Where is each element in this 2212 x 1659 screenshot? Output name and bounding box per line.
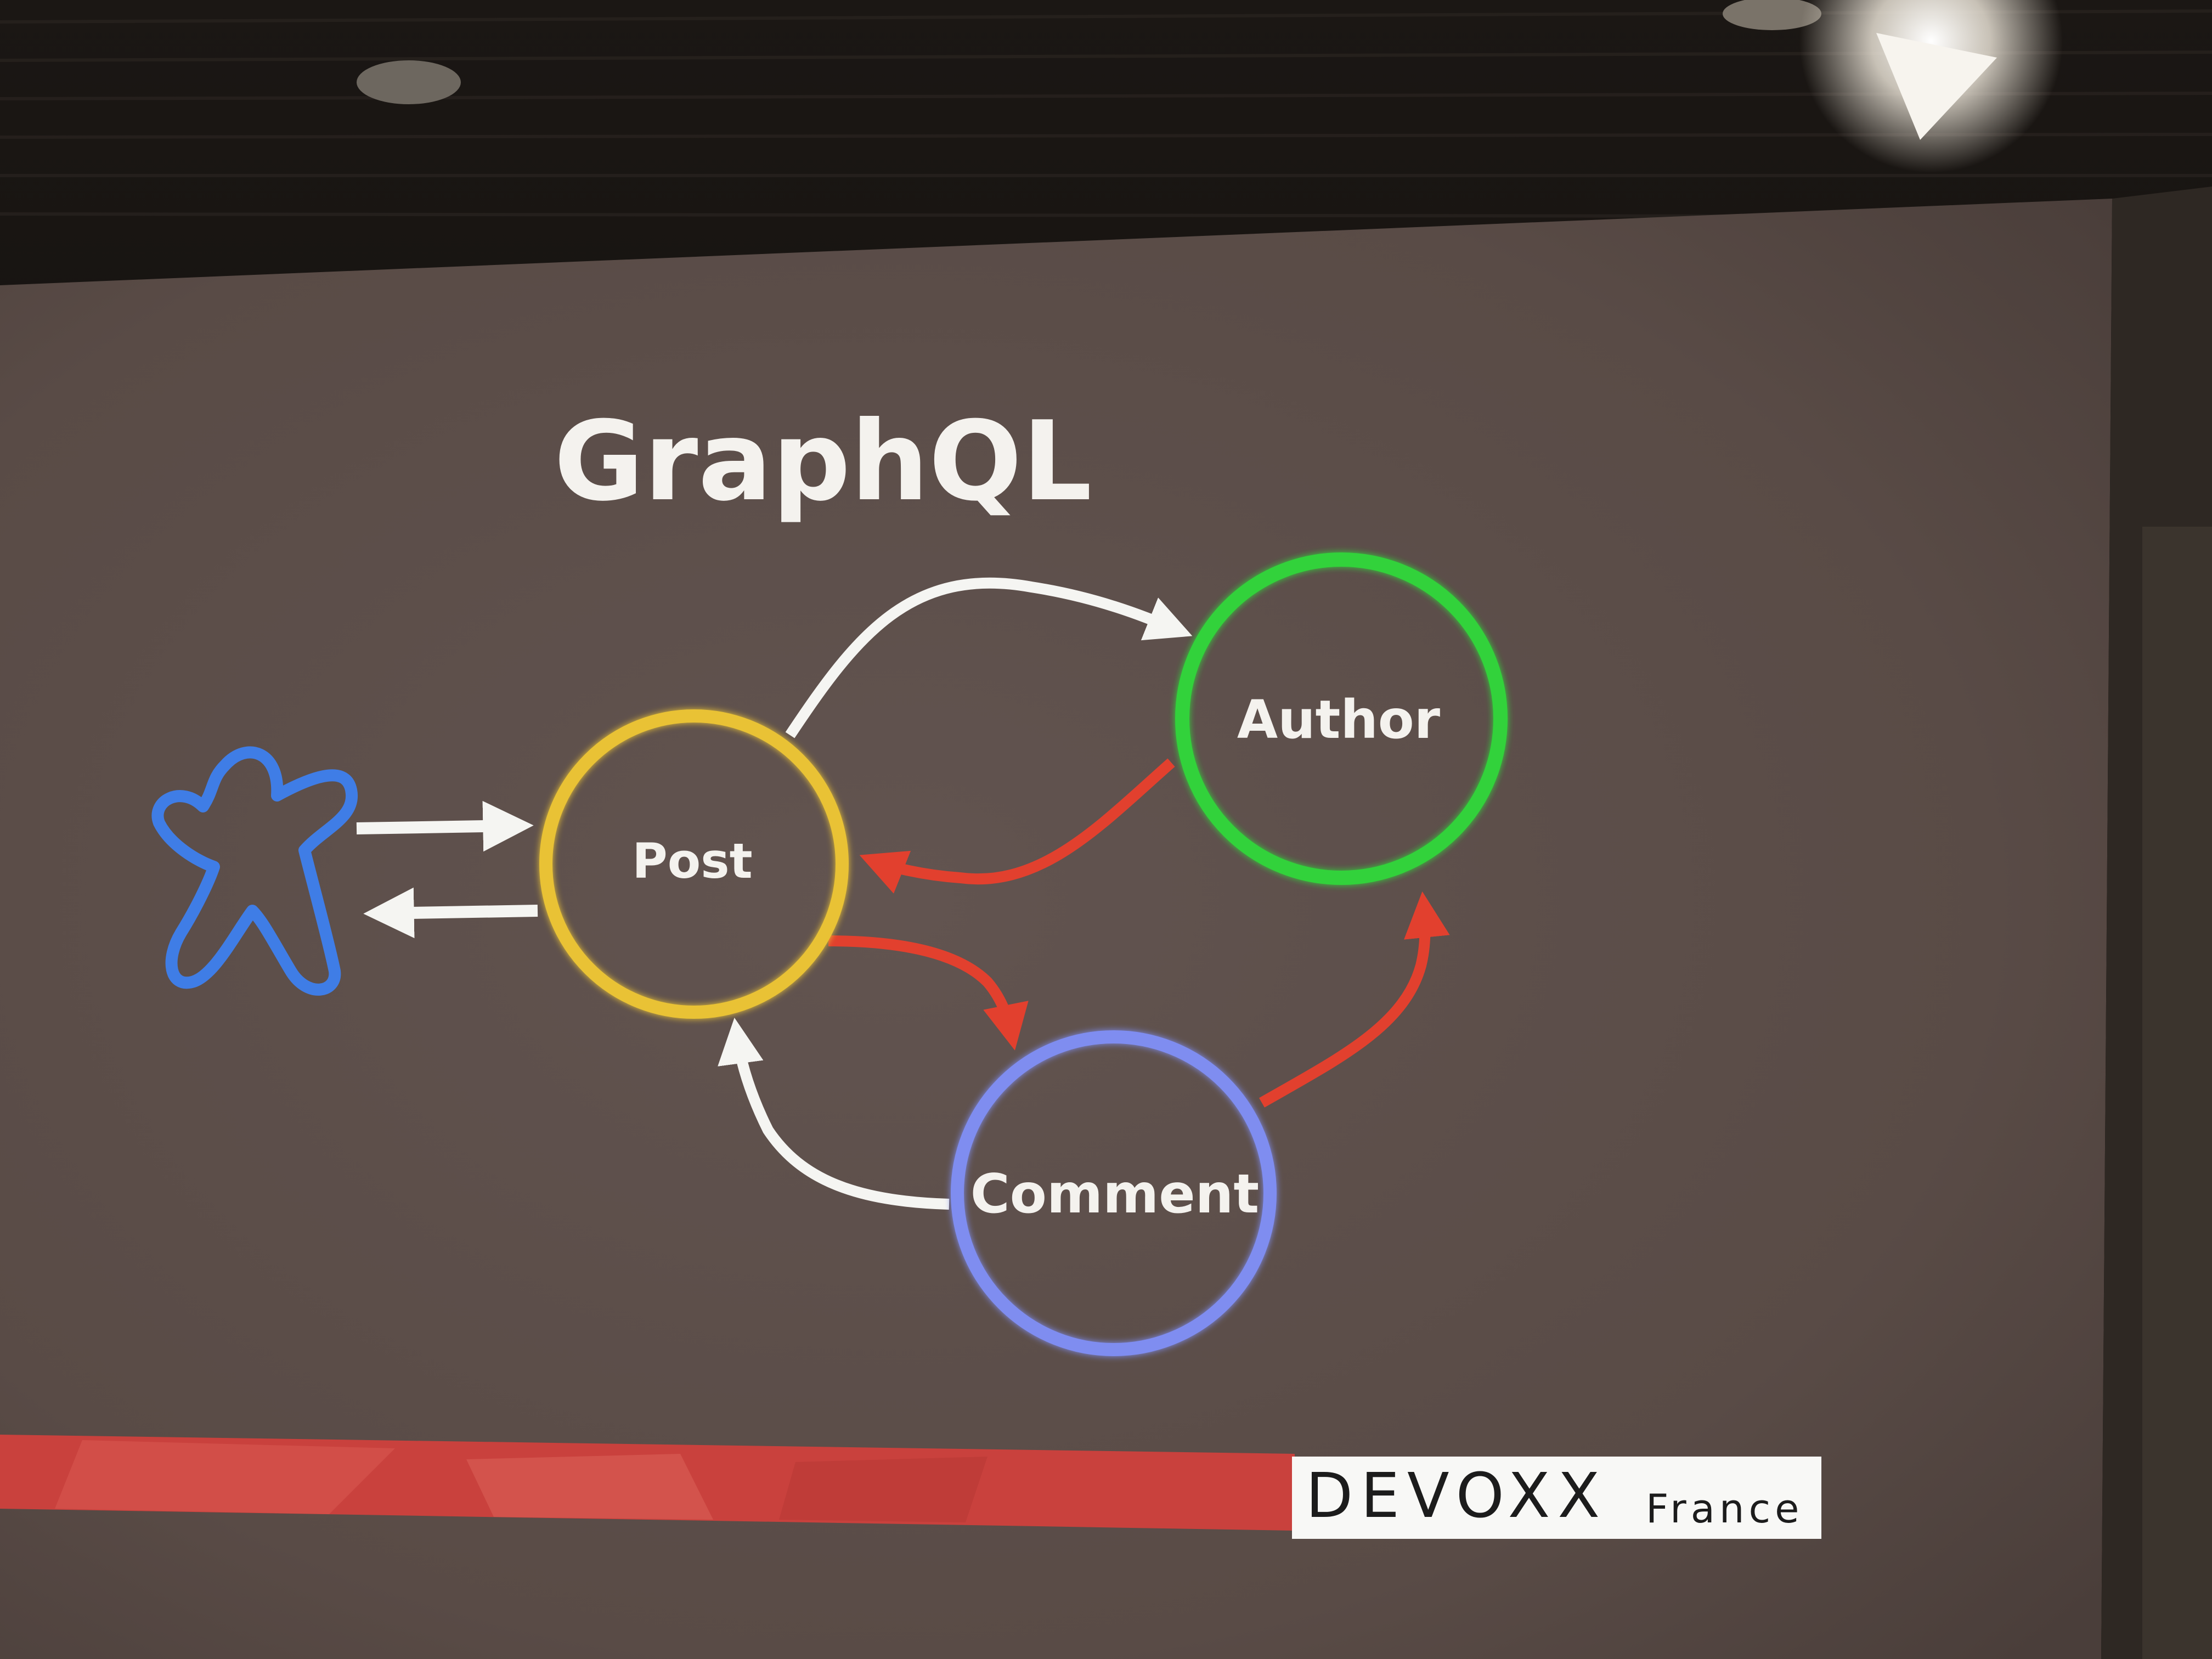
- post-node: Post: [539, 709, 849, 1019]
- comment-node: Comment: [951, 1030, 1277, 1356]
- post-to-comment-arrow: [828, 935, 1029, 1051]
- ceiling-spotlight: [1723, 0, 1821, 30]
- client-blob-icon: [151, 746, 358, 996]
- author-to-post-arrow: [859, 758, 1175, 894]
- stage-lamp-icon: [1799, 0, 2063, 173]
- post-label: Post: [632, 833, 752, 889]
- comment-label: Comment: [970, 1163, 1260, 1226]
- author-node: Author: [1175, 552, 1508, 885]
- slide-title: GraphQL: [554, 398, 1092, 526]
- devoxx-logo: DEVOXX France: [1292, 1457, 1821, 1539]
- comment-to-post-arrow: [718, 1018, 950, 1210]
- request-arrow: [356, 800, 534, 852]
- ceiling-spotlight: [357, 60, 461, 104]
- response-arrow: [363, 887, 538, 939]
- footer-band: [0, 1435, 1295, 1531]
- footer-region: France: [1646, 1486, 1803, 1532]
- comment-to-author-arrow: [1259, 891, 1450, 1108]
- projection-screen: [0, 199, 2112, 1659]
- footer-brand: DEVOXX: [1306, 1460, 1607, 1532]
- author-label: Author: [1237, 689, 1441, 751]
- wall-panel: [2142, 527, 2212, 1659]
- post-to-author-arrow: [785, 577, 1193, 738]
